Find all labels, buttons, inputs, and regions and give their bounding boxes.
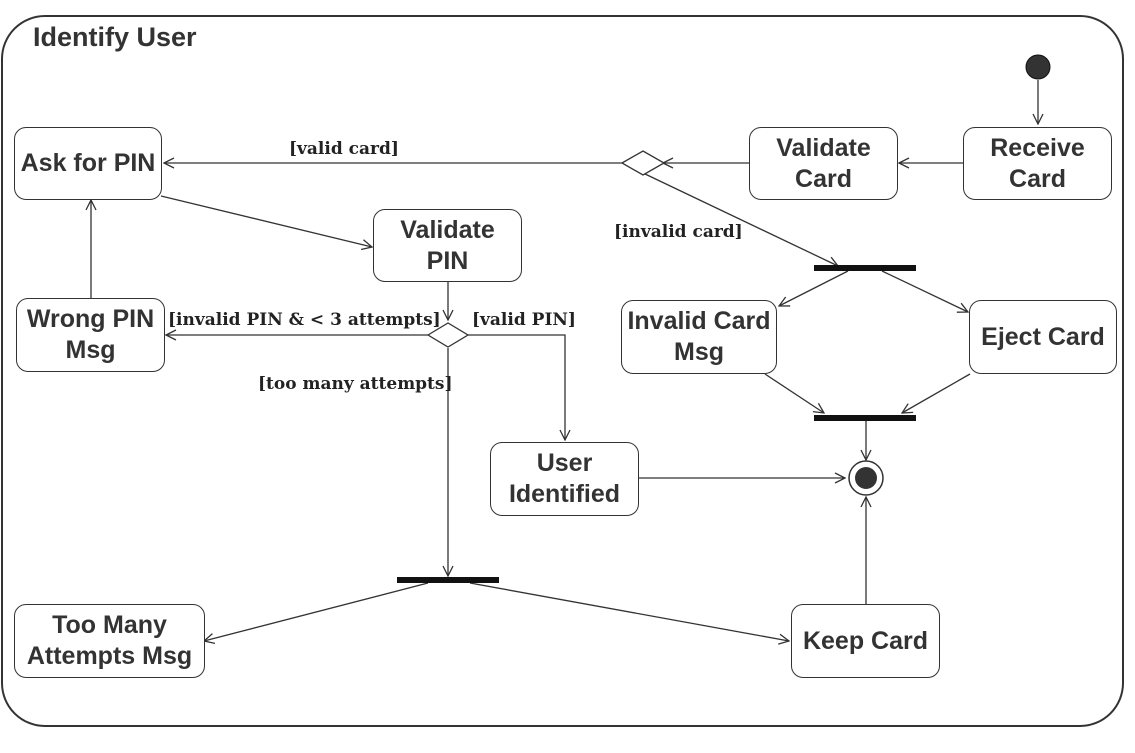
- node-invalid-card-msg: Invalid Card Msg: [621, 300, 777, 374]
- guard-valid-card: [valid card]: [289, 139, 399, 159]
- guard-invalid-pin: [invalid PIN & < 3 attempts]: [168, 310, 441, 330]
- card-fork-bar: [814, 265, 916, 271]
- node-receive-card: Receive Card: [963, 127, 1112, 200]
- node-validate-card: Validate Card: [749, 127, 898, 200]
- initial-node: [1025, 54, 1051, 80]
- edge-fork-to-eject: [881, 270, 968, 312]
- edge-ask-to-validate-pin: [160, 195, 372, 247]
- node-eject-card: Eject Card: [969, 300, 1117, 374]
- edge-eject-to-join: [902, 373, 971, 413]
- edge-invalid-msg-to-join: [764, 373, 824, 413]
- node-wrong-pin-msg: Wrong PIN Msg: [16, 298, 165, 372]
- edge-invalid-card: [642, 172, 838, 266]
- card-join-bar: [814, 415, 916, 421]
- guard-valid-pin: [valid PIN]: [472, 310, 576, 330]
- node-too-many-attempts-msg: Too Many Attempts Msg: [14, 604, 205, 678]
- node-ask-for-pin: Ask for PIN: [14, 127, 162, 200]
- card-decision-node: [620, 150, 666, 176]
- pin-decision-node: [426, 322, 470, 348]
- final-node-dot: [855, 467, 877, 489]
- node-keep-card: Keep Card: [791, 604, 940, 678]
- pin-fork-bar: [397, 577, 499, 583]
- diagram-title: Identify User: [33, 22, 197, 52]
- activity-frame: [1, 15, 1124, 727]
- node-validate-pin: Validate PIN: [373, 209, 522, 282]
- guard-too-many-attempts: [too many attempts]: [258, 374, 453, 394]
- edge-valid-pin: [467, 334, 565, 440]
- edge-fork-to-invalid-msg: [779, 270, 849, 306]
- guard-invalid-card: [invalid card]: [614, 222, 743, 242]
- node-user-identified: User Identified: [490, 442, 639, 516]
- edge-fork-to-too-many-msg: [204, 582, 429, 641]
- edge-fork-to-keep-card: [469, 582, 789, 641]
